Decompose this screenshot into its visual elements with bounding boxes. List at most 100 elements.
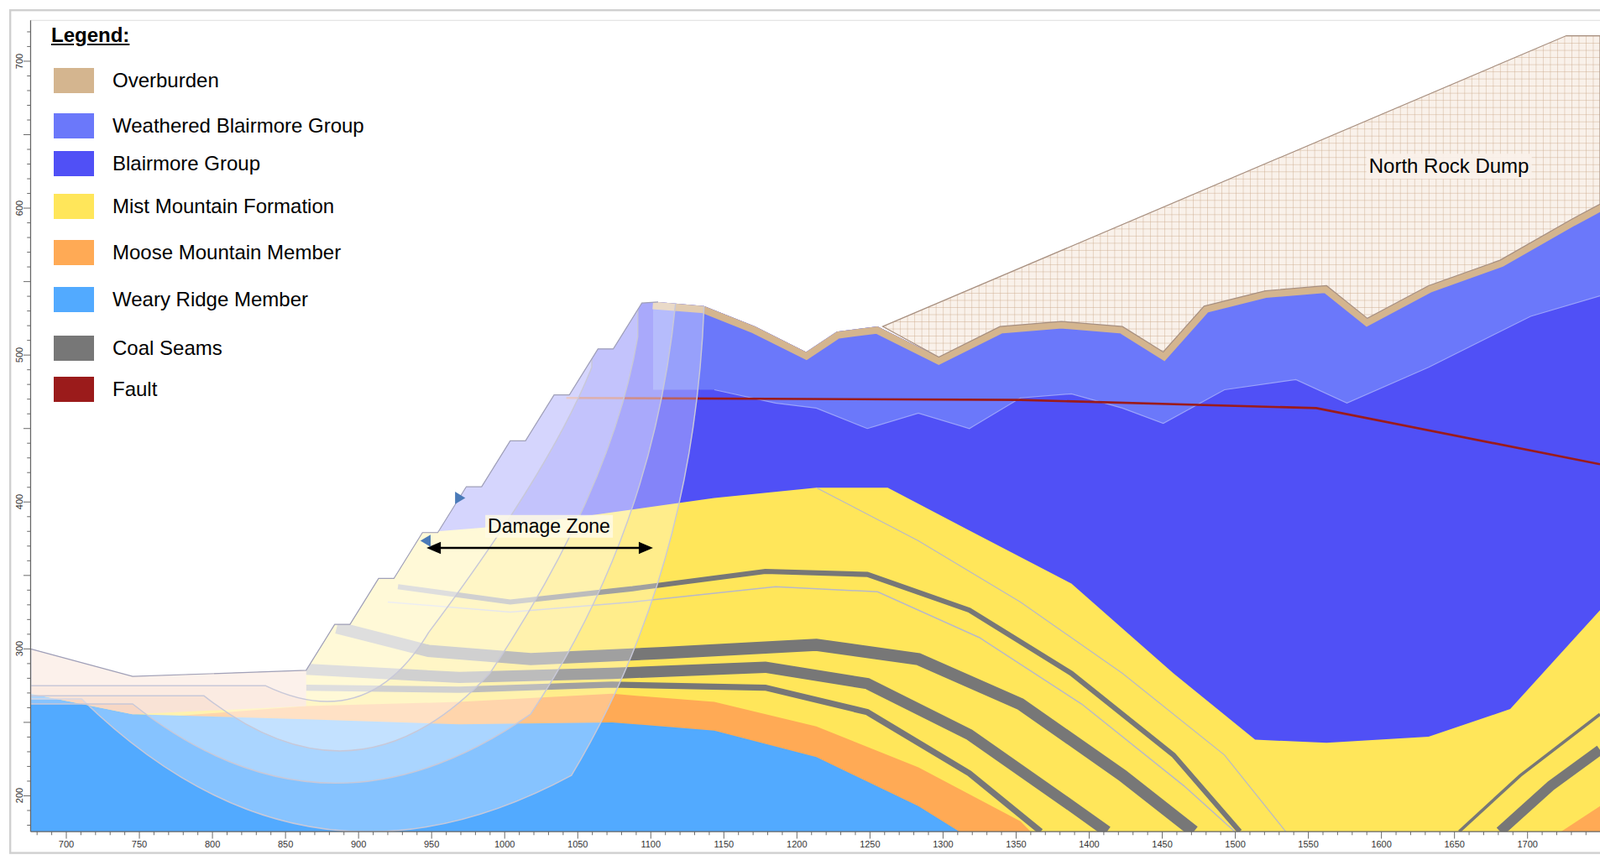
tick <box>26 590 31 591</box>
tick <box>285 831 287 840</box>
tick <box>1059 831 1061 836</box>
tick <box>1585 831 1587 836</box>
tick <box>26 89 31 91</box>
tick <box>1001 831 1003 836</box>
tick <box>26 325 31 327</box>
tick <box>1015 831 1017 840</box>
tick <box>26 310 31 312</box>
tick <box>1030 831 1031 836</box>
tick <box>26 75 31 77</box>
tick <box>23 208 32 210</box>
axis-number: 700 <box>58 839 74 851</box>
axis-number: 900 <box>350 839 367 851</box>
tick <box>23 795 32 797</box>
tick <box>1307 831 1309 840</box>
tick <box>708 831 710 836</box>
axis-number: 800 <box>204 839 220 851</box>
frame <box>10 10 1600 853</box>
tick <box>972 831 973 836</box>
tick <box>124 831 126 836</box>
tick <box>51 831 53 836</box>
axis-number: 700 <box>14 53 26 69</box>
legend-title: Legend: <box>51 23 130 48</box>
tick <box>270 831 272 836</box>
tick <box>26 486 31 488</box>
tick <box>66 831 68 840</box>
tick <box>26 619 31 621</box>
tick <box>153 831 155 836</box>
tick <box>591 831 593 836</box>
tick <box>26 692 31 694</box>
tick <box>1088 831 1090 840</box>
tick <box>504 831 506 840</box>
tick <box>26 472 31 474</box>
zone-label: Damage Zone <box>485 515 613 538</box>
tick <box>256 831 257 836</box>
tick <box>431 831 433 840</box>
tick <box>109 831 111 836</box>
axis-number: 400 <box>14 494 26 510</box>
legend-swatch <box>53 335 95 361</box>
tick <box>23 355 32 356</box>
damage-zone-arrow <box>426 542 654 555</box>
tick <box>23 575 32 576</box>
tick <box>694 831 696 836</box>
tick <box>840 831 842 836</box>
tick <box>1351 831 1353 836</box>
tick <box>899 831 900 836</box>
tick <box>1570 831 1572 836</box>
axis-number: 950 <box>423 839 440 851</box>
tick <box>664 831 666 836</box>
axis-number: 1100 <box>640 839 661 851</box>
axis-number: 1200 <box>786 839 807 851</box>
tick <box>737 831 739 836</box>
tick <box>1278 831 1280 836</box>
legend-text: Moose Mountain Member <box>112 240 341 265</box>
tick <box>562 831 564 836</box>
tick <box>80 831 82 836</box>
tick <box>869 831 871 840</box>
legend-swatch <box>53 240 95 266</box>
tick <box>26 369 31 371</box>
tick <box>26 766 31 768</box>
tick <box>1322 831 1323 836</box>
axis-number: 500 <box>14 347 26 363</box>
tick <box>942 831 944 840</box>
tick <box>518 831 520 836</box>
axis-number: 600 <box>14 200 26 216</box>
tick <box>1542 831 1543 836</box>
tick <box>1191 831 1193 836</box>
tick <box>23 501 32 503</box>
x-axis <box>30 831 1600 832</box>
legend-text: Weathered Blairmore Group <box>112 114 365 138</box>
section-marker <box>420 534 431 548</box>
tick <box>26 120 31 121</box>
tick <box>26 560 31 562</box>
tick <box>679 831 681 836</box>
tick <box>489 831 491 836</box>
tick <box>343 831 345 836</box>
area-label: North Rock Dump <box>1366 153 1533 179</box>
tick <box>167 831 169 836</box>
axis-number: 750 <box>131 839 147 851</box>
legend-text: Blairmore Group <box>112 151 261 176</box>
legend-swatch <box>53 376 95 403</box>
y-axis <box>30 20 32 832</box>
tick <box>26 149 31 151</box>
legend-text: Weary Ridge Member <box>112 287 309 312</box>
tick <box>1469 831 1470 836</box>
tick <box>1337 831 1339 836</box>
tick <box>1234 831 1236 840</box>
tick <box>313 831 315 836</box>
axis-number: 1400 <box>1078 839 1099 851</box>
tick <box>1396 831 1397 836</box>
tick <box>26 751 31 753</box>
tick <box>1497 831 1499 836</box>
tick <box>1161 831 1163 840</box>
tick <box>796 831 798 840</box>
failure-surfaces <box>30 245 704 832</box>
tick <box>26 531 31 533</box>
axis-number: 1650 <box>1443 839 1465 851</box>
axis-number: 850 <box>277 839 293 851</box>
tick <box>212 831 214 840</box>
